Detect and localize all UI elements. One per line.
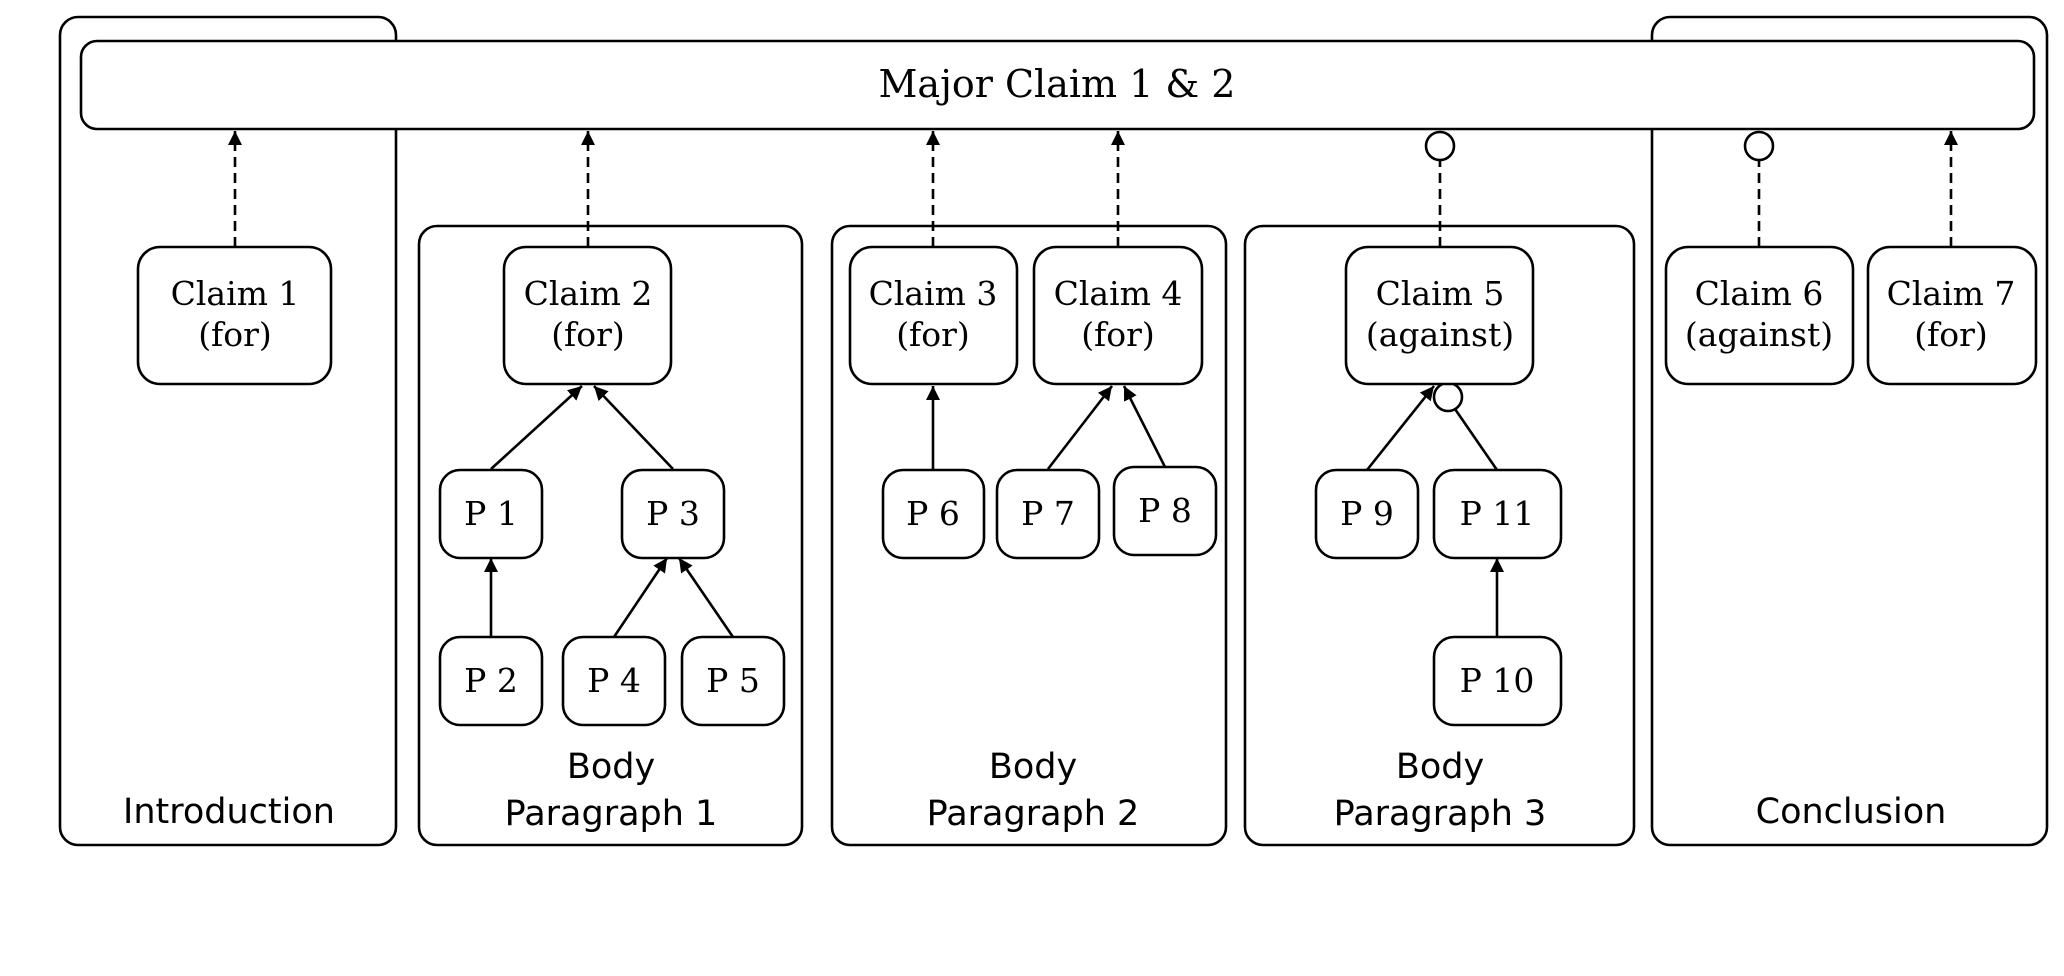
premise-node-6: P 6: [881, 468, 986, 560]
major-claim-label: Major Claim 1 & 2: [879, 62, 1236, 106]
premise-node-10: P 10: [1432, 635, 1563, 727]
premise-7-label: P 7: [1021, 494, 1075, 533]
claim-6-stance: (against): [1685, 315, 1833, 354]
body-paragraph-3-label-line2: Paragraph 3: [1334, 794, 1547, 834]
edge-p5-p3: [677, 557, 735, 638]
premise-node-7: P 7: [995, 468, 1101, 560]
attack-marker-claim5-major: [1424, 130, 1456, 162]
claim-node-7: Claim 7 (for): [1866, 245, 2038, 386]
premise-node-5: P 5: [680, 635, 786, 727]
claim-node-3: Claim 3 (for): [848, 245, 1019, 386]
claim-4-stance: (for): [1081, 315, 1155, 354]
body-paragraph-2-label-line2: Paragraph 2: [927, 794, 1140, 834]
edge-p4-p3: [612, 557, 669, 638]
claim-node-6: Claim 6 (against): [1664, 245, 1855, 386]
edge-p7-claim4: [1046, 385, 1114, 470]
premise-8-label: P 8: [1138, 491, 1192, 530]
edge-p11-claim5: [1453, 408, 1499, 471]
premise-node-1: P 1: [438, 468, 544, 560]
premise-9-label: P 9: [1340, 494, 1394, 533]
conclusion-label: Conclusion: [1756, 792, 1947, 832]
introduction-label: Introduction: [123, 792, 335, 832]
conclusion-frame: [1650, 15, 2049, 847]
premise-1-label: P 1: [464, 494, 518, 533]
claim-5-stance: (against): [1366, 315, 1514, 354]
edge-p9-claim5: [1365, 385, 1436, 471]
claim-node-2: Claim 2 (for): [502, 245, 673, 386]
attack-marker-claim6-major: [1743, 130, 1775, 162]
claim-5-title: Claim 5: [1376, 274, 1505, 313]
body-paragraph-1-label-line2: Paragraph 1: [505, 794, 718, 834]
premise-node-11: P 11: [1432, 468, 1563, 560]
claim-node-4: Claim 4 (for): [1032, 245, 1204, 386]
claim-6-title: Claim 6: [1695, 274, 1824, 313]
major-claim-box: [79, 39, 2036, 131]
introduction-frame: [58, 15, 398, 847]
claim-1-stance: (for): [198, 315, 272, 354]
premise-5-label: P 5: [706, 661, 760, 700]
premise-node-3: P 3: [620, 468, 726, 560]
claim-4-title: Claim 4: [1054, 274, 1183, 313]
claim-2-stance: (for): [551, 315, 625, 354]
body-paragraph-1-label-line1: Body: [567, 747, 655, 787]
premise-10-label: P 10: [1460, 661, 1535, 700]
claim-1-title: Claim 1: [171, 274, 300, 313]
edge-p3-claim2: [593, 385, 674, 470]
premise-11-label: P 11: [1460, 494, 1535, 533]
attack-marker-p11-claim5: [1432, 381, 1464, 413]
claim-7-title: Claim 7: [1887, 274, 2016, 313]
claim-3-stance: (for): [896, 315, 970, 354]
premise-node-8: P 8: [1112, 465, 1218, 557]
claim-node-1: Claim 1 (for): [136, 245, 333, 386]
claim-2-title: Claim 2: [524, 274, 653, 313]
premise-3-label: P 3: [646, 494, 700, 533]
claim-3-title: Claim 3: [869, 274, 998, 313]
edge-p1-claim2: [490, 385, 583, 470]
premise-node-9: P 9: [1314, 468, 1420, 560]
claim-7-stance: (for): [1914, 315, 1988, 354]
claim-node-5: Claim 5 (against): [1344, 245, 1535, 386]
premise-4-label: P 4: [587, 661, 641, 700]
body-paragraph-3-label-line1: Body: [1396, 747, 1484, 787]
premise-6-label: P 6: [906, 494, 960, 533]
premise-2-label: P 2: [464, 661, 518, 700]
edge-p8-claim4: [1122, 385, 1167, 468]
premise-node-2: P 2: [438, 635, 544, 727]
body-paragraph-2-label-line1: Body: [989, 747, 1077, 787]
premise-node-4: P 4: [561, 635, 667, 727]
